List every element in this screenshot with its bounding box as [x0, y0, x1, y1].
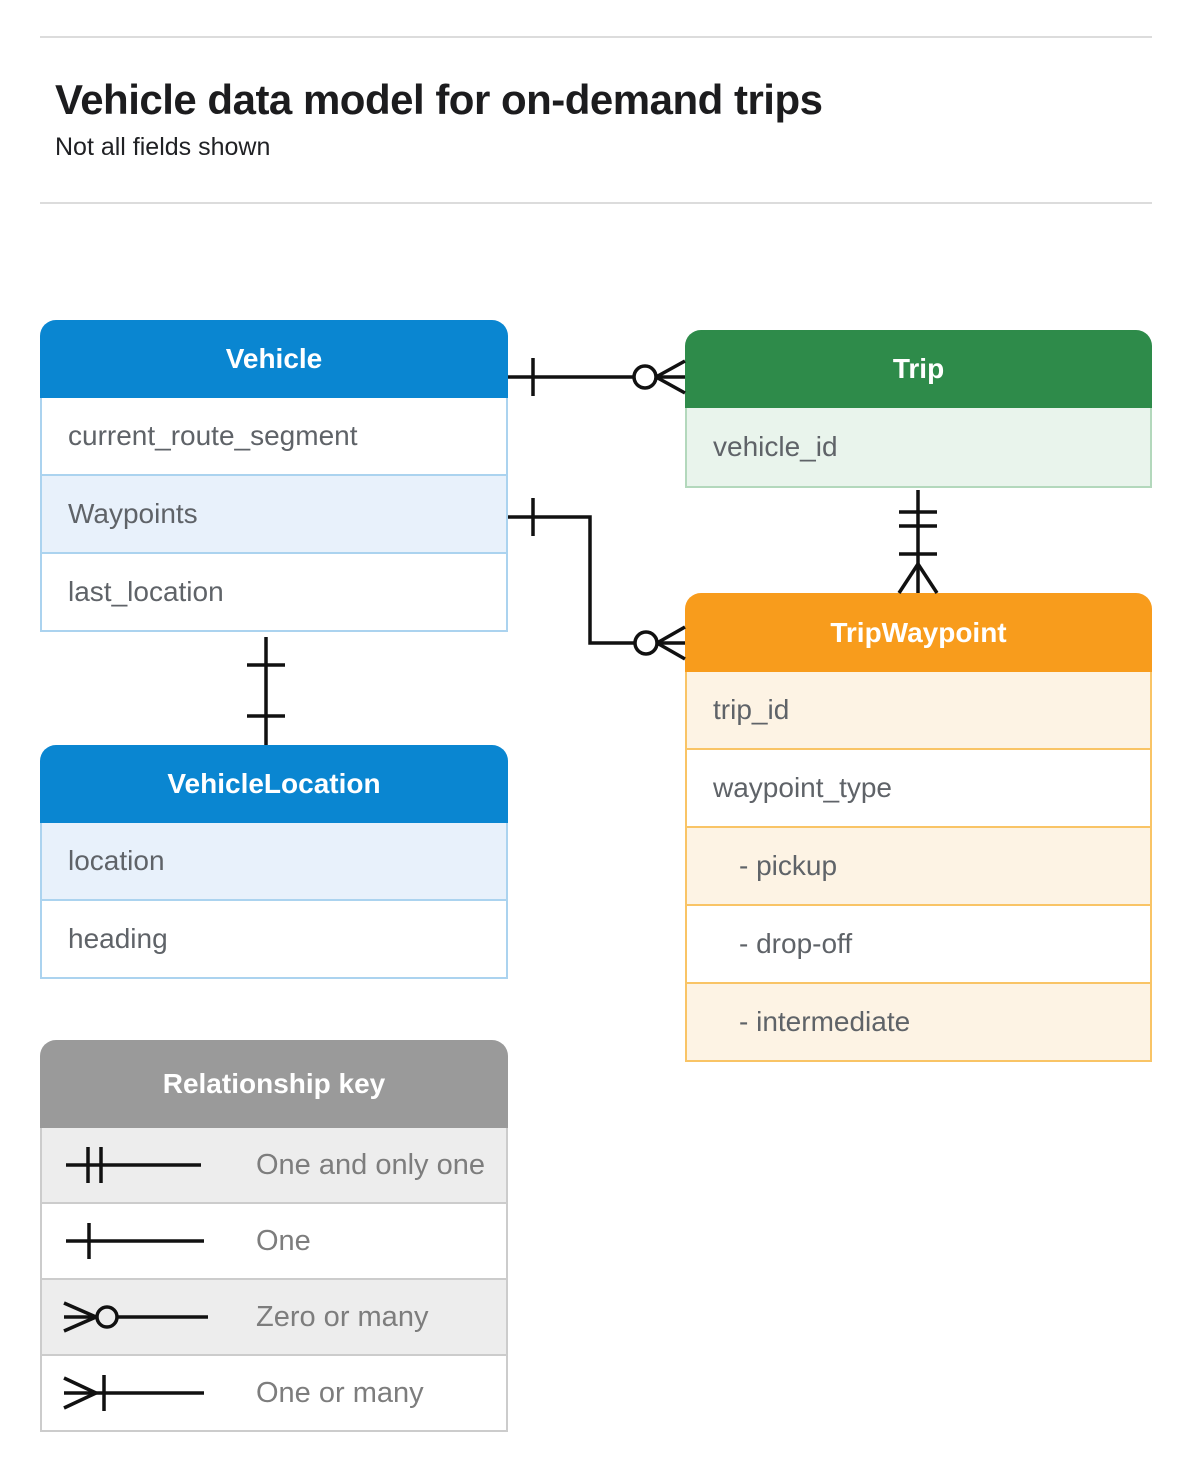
entity-trip-waypoint: TripWaypoint trip_id waypoint_type - pic…: [685, 593, 1152, 1062]
field-label: heading: [68, 923, 168, 954]
entity-trip-waypoint-title: TripWaypoint: [685, 593, 1152, 672]
one-icon: [66, 1223, 204, 1259]
field-label: last_location: [68, 576, 224, 607]
top-divider: [40, 36, 1152, 38]
field-row: - intermediate: [685, 982, 1152, 1062]
connector-vehicle-vehiclelocation: [247, 637, 285, 745]
field-row: heading: [40, 899, 508, 979]
connector-vehicle-trip: [508, 358, 685, 396]
field-label: vehicle_id: [713, 431, 838, 462]
relationship-key-title: Relationship key: [40, 1040, 508, 1128]
field-row: current_route_segment: [40, 396, 508, 476]
entity-vehicle: Vehicle current_route_segment Waypoints …: [40, 320, 508, 632]
field-row: - pickup: [685, 826, 1152, 906]
legend-row: One or many: [40, 1354, 508, 1432]
field-label: Waypoints: [68, 498, 198, 529]
field-row: vehicle_id: [685, 406, 1152, 488]
field-row: last_location: [40, 552, 508, 632]
legend-label: One and only one: [256, 1148, 485, 1181]
legend-row: Zero or many: [40, 1278, 508, 1356]
connector-waypoints-tripwaypoint: [508, 498, 685, 659]
entity-trip: Trip vehicle_id: [685, 330, 1152, 488]
one-and-only-one-icon: [66, 1147, 201, 1183]
field-label: - pickup: [739, 850, 838, 881]
field-label: current_route_segment: [68, 420, 358, 451]
legend-row: One and only one: [40, 1126, 508, 1204]
field-row: waypoint_type: [685, 748, 1152, 828]
field-label: waypoint_type: [713, 772, 893, 803]
field-row: trip_id: [685, 670, 1152, 750]
entity-vehicle-location-title: VehicleLocation: [40, 745, 508, 823]
legend-label: Zero or many: [256, 1300, 429, 1333]
entity-vehicle-title: Vehicle: [40, 320, 508, 398]
field-label: location: [68, 845, 165, 876]
field-row: Waypoints: [40, 474, 508, 554]
zero-or-many-icon: [63, 1301, 208, 1333]
field-row: - drop-off: [685, 904, 1152, 984]
field-row: location: [40, 821, 508, 901]
relationship-key: Relationship key One and only one One: [40, 1040, 508, 1432]
legend-label: One: [256, 1224, 311, 1257]
entity-vehicle-location: VehicleLocation location heading: [40, 745, 508, 979]
entity-trip-title: Trip: [685, 330, 1152, 408]
legend-label: One or many: [256, 1376, 424, 1409]
title-divider: [40, 202, 1152, 204]
legend-row: One: [40, 1202, 508, 1280]
field-label: trip_id: [713, 694, 790, 725]
field-label: - intermediate: [739, 1006, 911, 1037]
page-subtitle: Not all fields shown: [55, 133, 271, 161]
field-label: - drop-off: [739, 928, 853, 959]
connector-trip-tripwaypoint: [899, 490, 937, 593]
page-title: Vehicle data model for on-demand trips: [55, 76, 823, 123]
one-or-many-icon: [63, 1375, 204, 1411]
